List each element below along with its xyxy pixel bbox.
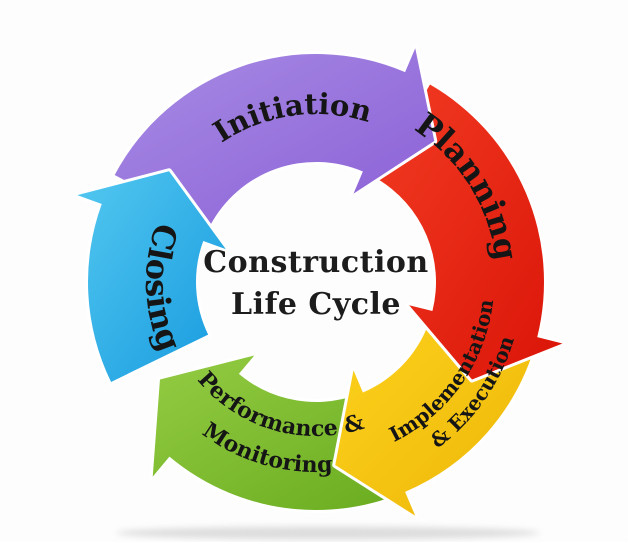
diagram-title-line-2: Life Cycle bbox=[231, 287, 401, 322]
drop-shadow bbox=[116, 526, 540, 540]
diagram-title-line-1: Construction bbox=[203, 245, 429, 280]
planning-arrow bbox=[373, 81, 566, 383]
diagram-title: Construction Life Cycle bbox=[203, 242, 428, 326]
arrow-ring bbox=[74, 45, 566, 519]
initiation-arrow bbox=[111, 45, 438, 229]
closing-arrow bbox=[74, 168, 229, 385]
